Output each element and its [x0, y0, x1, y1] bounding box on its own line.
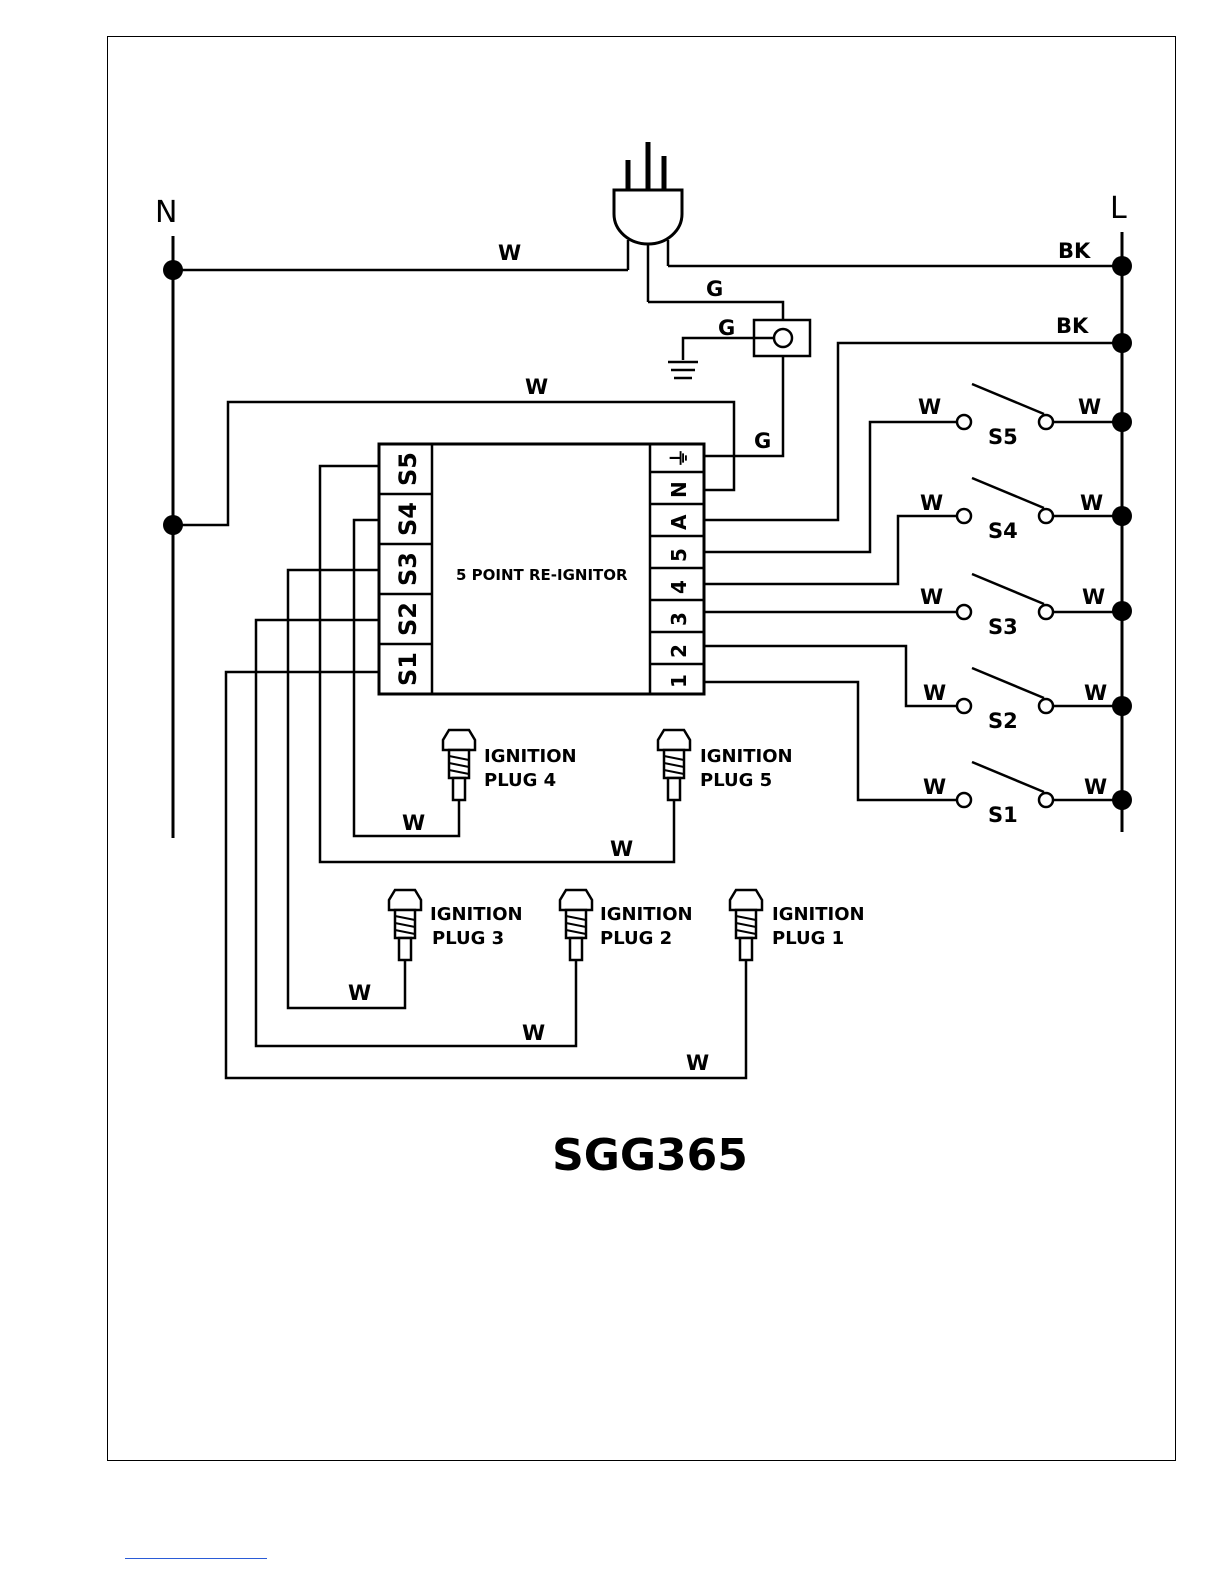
wire-terminal2-to-s2	[704, 646, 957, 706]
switch-s1-label: S1	[988, 803, 1018, 827]
terminal-5-label: 5	[667, 548, 691, 562]
earth-ground-icon	[668, 362, 698, 378]
terminal-3-label: 3	[667, 612, 691, 626]
wire-label-w: W	[920, 491, 943, 515]
neutral-rail-label: N	[155, 195, 177, 230]
terminal-s3-label: S3	[394, 552, 422, 586]
plug-4-label-line2: PLUG 4	[484, 770, 556, 791]
plug-3-label-line2: PLUG 3	[432, 928, 504, 949]
wire-label-w: W	[1084, 681, 1107, 705]
wire-label-w: W	[1084, 775, 1107, 799]
wire-label-w: W	[1078, 395, 1101, 419]
wire-label-w: W	[402, 811, 425, 835]
line-rail-label: L	[1110, 191, 1127, 226]
terminal-2-label: 2	[667, 644, 691, 658]
terminal-n-label: N	[667, 481, 691, 498]
wire-label-w: W	[525, 375, 548, 399]
switch-s5-label: S5	[988, 425, 1018, 449]
switch-s2-label: S2	[988, 709, 1018, 733]
switch-s4-label: S4	[988, 519, 1018, 543]
terminal-s1-label: S1	[394, 652, 422, 686]
terminal-4-label: 4	[667, 580, 691, 594]
switch-s3-label: S3	[988, 615, 1018, 639]
ignition-plug-1-icon	[730, 890, 762, 960]
wire-label-w: W	[1082, 585, 1105, 609]
ignition-plug-4-icon	[443, 730, 475, 800]
wire-label-w: W	[918, 395, 941, 419]
wire-label-w: W	[923, 681, 946, 705]
plug-4-label-line1: IGNITION	[484, 746, 577, 767]
wire-label-g: G	[754, 429, 771, 453]
plug-1-label-line1: IGNITION	[772, 904, 865, 925]
wire-terminal4-to-s4	[704, 516, 957, 584]
plug-2-label-line2: PLUG 2	[600, 928, 672, 949]
reignitor-label: 5 POINT RE-IGNITOR	[456, 566, 628, 584]
wire-label-w: W	[498, 241, 521, 265]
wire-label-bk: BK	[1056, 314, 1089, 338]
wire-label-w: W	[920, 585, 943, 609]
terminal-a-label: A	[667, 514, 691, 530]
plug-5-label-line2: PLUG 5	[700, 770, 772, 791]
terminal-ground-label: ⏚	[667, 448, 691, 468]
wire-label-w: W	[348, 981, 371, 1005]
plug-2-label-line1: IGNITION	[600, 904, 693, 925]
ignition-plug-2-icon	[560, 890, 592, 960]
wire-label-w: W	[686, 1051, 709, 1075]
ignition-plug-5-icon	[658, 730, 690, 800]
wire-label-w: W	[522, 1021, 545, 1045]
plug-1-label-line2: PLUG 1	[772, 928, 844, 949]
wire-label-g: G	[706, 277, 723, 301]
wire-label-w: W	[923, 775, 946, 799]
terminal-s4-label: S4	[394, 502, 422, 536]
wire-label-bk: BK	[1058, 239, 1091, 263]
wire-label-w: W	[1080, 491, 1103, 515]
terminal-s2-label: S2	[394, 602, 422, 636]
ignition-plug-3-icon	[389, 890, 421, 960]
plug-3-label-line1: IGNITION	[430, 904, 523, 925]
wire-label-g: G	[718, 316, 735, 340]
power-plug-icon	[614, 142, 682, 302]
wire-terminal5-to-s5	[704, 422, 957, 552]
plug-5-label-line1: IGNITION	[700, 746, 793, 767]
terminal-1-label: 1	[667, 674, 691, 688]
model-title: SGG365	[480, 1130, 820, 1181]
footer-divider	[125, 1558, 267, 1559]
wire-label-w: W	[610, 837, 633, 861]
terminal-s5-label: S5	[394, 452, 422, 486]
